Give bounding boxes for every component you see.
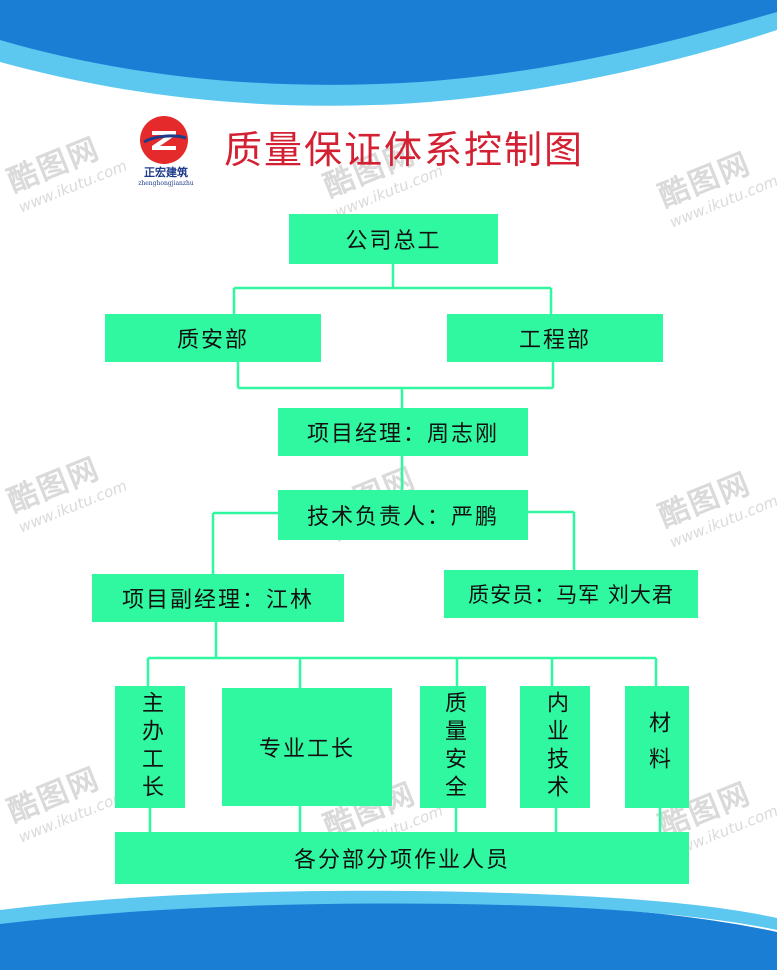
- watermark: 酷图网 www.ikutu.com: [2, 757, 130, 847]
- bottom-wave-decoration: [0, 890, 777, 970]
- watermark-brand: 酷图网: [2, 451, 105, 520]
- node-quality-safety-staff: 质安员：马军 刘大君: [444, 570, 698, 618]
- node-chief-engineer: 公司总工: [289, 214, 498, 264]
- watermark-url: www.ikutu.com: [15, 786, 130, 847]
- logo-text: 正宏建筑: [144, 166, 188, 179]
- node-deputy-manager: 项目副经理：江林: [92, 574, 344, 622]
- header: 正宏建筑 zhenghongjianzhu 质量保证体系控制图: [130, 112, 650, 192]
- node-technical-lead: 技术负责人：严鹏: [278, 490, 528, 540]
- watermark-url: www.ikutu.com: [666, 491, 777, 552]
- watermark: 酷图网 www.ikutu.com: [653, 462, 777, 552]
- watermark-brand: 酷图网: [2, 761, 105, 830]
- node-main-foreman: 主办工长: [115, 686, 185, 808]
- watermark-url: www.ikutu.com: [15, 156, 130, 217]
- top-wave-decoration: [0, 0, 777, 106]
- node-specialty-foreman: 专业工长: [222, 688, 392, 806]
- watermark: 酷图网 www.ikutu.com: [2, 127, 130, 217]
- page-title: 质量保证体系控制图: [224, 128, 585, 172]
- watermark-brand: 酷图网: [653, 466, 756, 535]
- watermark-url: www.ikutu.com: [666, 171, 777, 232]
- node-internal-tech: 内业技术: [520, 686, 590, 808]
- watermark-brand: 酷图网: [653, 146, 756, 215]
- node-quality-safety: 质量安全: [420, 686, 486, 808]
- node-materials: 材料: [625, 686, 689, 808]
- node-quality-safety-dept: 质安部: [105, 314, 321, 362]
- logo-emblem-icon: [140, 116, 188, 164]
- watermark-url: www.ikutu.com: [15, 476, 130, 537]
- node-engineering-dept: 工程部: [447, 314, 663, 362]
- watermark: 酷图网 www.ikutu.com: [653, 142, 777, 232]
- watermark: 酷图网 www.ikutu.com: [2, 447, 130, 537]
- node-all-personnel: 各分部分项作业人员: [115, 832, 689, 884]
- watermark-brand: 酷图网: [2, 131, 105, 200]
- company-logo: 正宏建筑 zhenghongjianzhu: [130, 112, 202, 196]
- logo-subtext: zhenghongjianzhu: [138, 180, 194, 187]
- node-project-manager: 项目经理：周志刚: [278, 408, 528, 456]
